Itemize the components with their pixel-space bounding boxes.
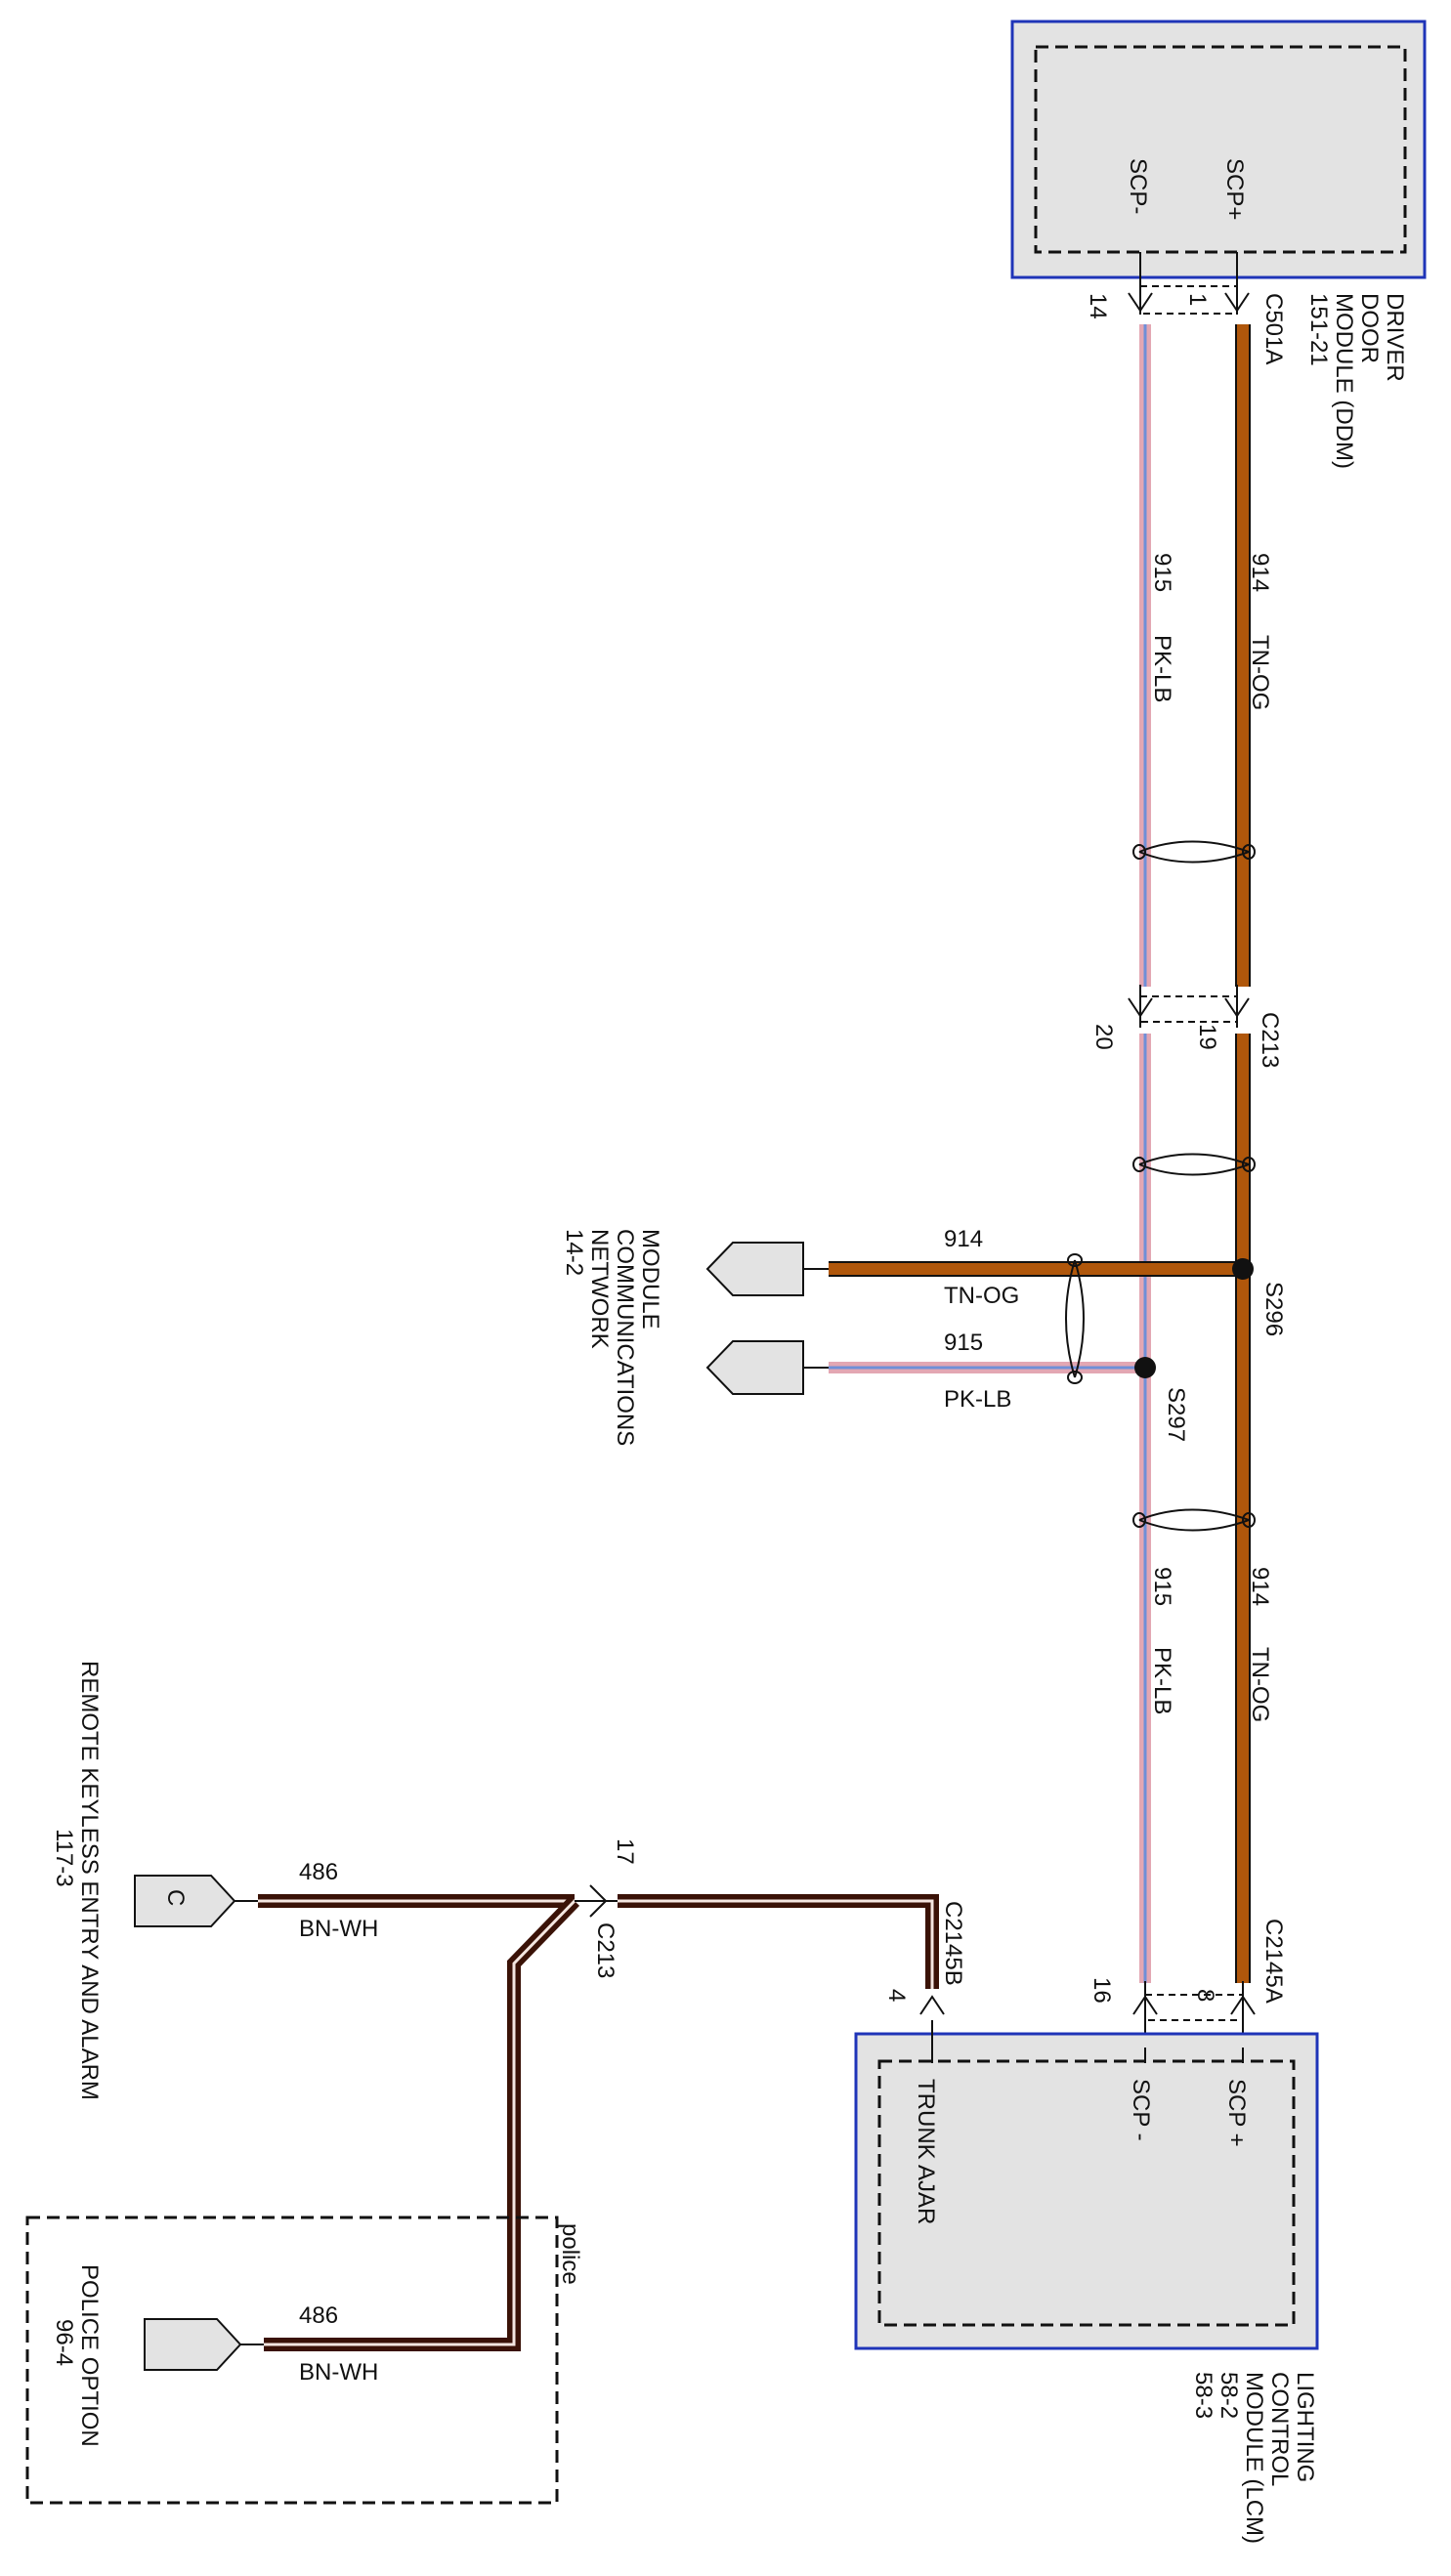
lcm-module-box bbox=[854, 2032, 1319, 2350]
c2145a-label: C2145A bbox=[1260, 1919, 1287, 2004]
rke-ref-flag: C bbox=[134, 1875, 258, 1927]
ddm-label-line-2: DOOR bbox=[1356, 293, 1383, 363]
wire-pk-lb-lower-circuit: 915 bbox=[1149, 1567, 1175, 1606]
ddm-module-inner-dashed bbox=[1034, 45, 1407, 254]
mcn-label-line-2: COMMUNICATIONS bbox=[612, 1229, 638, 1446]
twisted-pair-symbol-3 bbox=[1132, 1508, 1256, 1532]
connector-c2145a: 16 8 C2145A bbox=[1088, 1919, 1287, 2048]
c501a-pin-14: 14 bbox=[1085, 293, 1111, 319]
c213-top-pin-20: 20 bbox=[1090, 1024, 1117, 1050]
police-box-label: police bbox=[557, 2223, 583, 2285]
c213-bottom-label: C213 bbox=[592, 1922, 619, 1978]
wire-tn-og-upper-color: TN-OG bbox=[1247, 635, 1273, 710]
wire-bn-wh-police-color: BN-WH bbox=[299, 2359, 378, 2386]
splice-s297: S297 bbox=[1134, 1357, 1189, 1442]
mcn-label-line-1: MODULE bbox=[637, 1229, 663, 1330]
c501a-label: C501A bbox=[1260, 293, 1287, 364]
mcn-label-line-4: 14-2 bbox=[561, 1229, 587, 1276]
splice-s296-label: S296 bbox=[1260, 1282, 1287, 1336]
police-label-line-1: POLICE OPTION bbox=[76, 2264, 103, 2447]
c2145b-label: C2145B bbox=[940, 1901, 966, 1986]
wire-bn-wh-police bbox=[264, 1896, 580, 2351]
wire-bn-wh-rke-color: BN-WH bbox=[299, 1916, 378, 1942]
c2145a-pin-16: 16 bbox=[1088, 1977, 1115, 2004]
police-label-line-2: 96-4 bbox=[51, 2319, 77, 2366]
lcm-label-line-2: CONTROL bbox=[1266, 2372, 1293, 2486]
lcm-label-line-4: 58-2 bbox=[1216, 2372, 1242, 2419]
wire-pk-lb-branch-color: PK-LB bbox=[944, 1386, 1011, 1413]
wire-bn-wh-rke-circuit: 486 bbox=[299, 1859, 338, 1885]
lcm-pin-scp-plus: SCP + bbox=[1223, 2079, 1250, 2147]
wire-tn-og-lower-color: TN-OG bbox=[1247, 1647, 1273, 1722]
ddm-pin-scp-minus: SCP- bbox=[1125, 158, 1151, 214]
connector-c213-bottom: 17 C213 bbox=[575, 1838, 638, 1978]
wire-pk-lb-branch-circuit: 915 bbox=[944, 1330, 983, 1356]
lcm-pin-trunk-ajar: TRUNK AJAR bbox=[913, 2079, 939, 2224]
ddm-label-line-3: MODULE (DDM) bbox=[1331, 293, 1357, 469]
ddm-module: SCP- SCP+ DRIVER DOOR MODULE (DDM) 151-2… bbox=[1010, 20, 1427, 469]
wire-bn-wh-police-circuit: 486 bbox=[299, 2302, 338, 2329]
ddm-module-box bbox=[1010, 20, 1427, 279]
mcn-ref-flag-tn-og bbox=[705, 1242, 829, 1296]
connector-c501a: 14 1 C501A bbox=[1085, 285, 1287, 364]
twisted-pair-symbol-branch bbox=[1065, 1253, 1085, 1384]
connector-c2145b: 4 C2145B bbox=[883, 1901, 966, 2015]
wire-tn-og-branch-circuit: 914 bbox=[944, 1226, 983, 1252]
twisted-pair-symbol-1 bbox=[1132, 840, 1256, 864]
wire-bn-wh-to-lcm bbox=[618, 1894, 939, 1989]
wire-pk-lb-upper-circuit: 915 bbox=[1149, 553, 1175, 592]
splice-s296: S296 bbox=[1232, 1258, 1287, 1336]
wire-tn-og-lower-circuit: 914 bbox=[1247, 1567, 1273, 1606]
splice-s297-label: S297 bbox=[1163, 1387, 1189, 1442]
mcn-label-line-3: NETWORK bbox=[586, 1229, 613, 1349]
rke-label-line-2: 117-3 bbox=[51, 1829, 77, 1887]
lcm-pin-scp-minus: SCP - bbox=[1128, 2079, 1154, 2141]
wire-tn-og-branch-color: TN-OG bbox=[944, 1283, 1019, 1309]
police-option-box: police POLICE OPTION 96-4 bbox=[25, 2216, 583, 2505]
c213-bottom-pin-17: 17 bbox=[612, 1838, 638, 1865]
ddm-pin-scp-plus: SCP+ bbox=[1221, 158, 1248, 220]
twisted-pair-symbol-2 bbox=[1132, 1153, 1256, 1176]
c213-top-label: C213 bbox=[1257, 1012, 1283, 1068]
mcn-ref-flag-pk-lb bbox=[705, 1340, 829, 1395]
c2145a-pin-8: 8 bbox=[1192, 1989, 1218, 2002]
c501a-pin-1: 1 bbox=[1184, 293, 1211, 306]
ddm-label-line-1: DRIVER bbox=[1382, 293, 1408, 382]
c2145b-pin-4: 4 bbox=[883, 1989, 910, 2002]
wire-tn-og-upper-circuit: 914 bbox=[1247, 553, 1273, 592]
lcm-label-line-5: 58-3 bbox=[1190, 2372, 1216, 2419]
connector-c213-top: 20 19 C213 bbox=[1090, 985, 1283, 1068]
lcm-module-inner-dashed bbox=[877, 2059, 1296, 2327]
wire-pk-lb-upper-color: PK-LB bbox=[1149, 635, 1175, 702]
wire-pk-lb-lower-color: PK-LB bbox=[1149, 1647, 1175, 1714]
ddm-label-line-4: 151-21 bbox=[1305, 293, 1332, 366]
rke-label-line-1: REMOTE KEYLESS ENTRY AND ALARM bbox=[76, 1661, 103, 2100]
lcm-module: SCP + SCP - TRUNK AJAR bbox=[854, 2020, 1319, 2350]
c213-top-pin-19: 19 bbox=[1194, 1024, 1220, 1050]
rke-ref-flag-letter: C bbox=[162, 1889, 189, 1906]
lcm-label-line-3: MODULE (LCM) bbox=[1241, 2372, 1267, 2544]
lcm-label-line-1: LIGHTING bbox=[1292, 2372, 1318, 2482]
